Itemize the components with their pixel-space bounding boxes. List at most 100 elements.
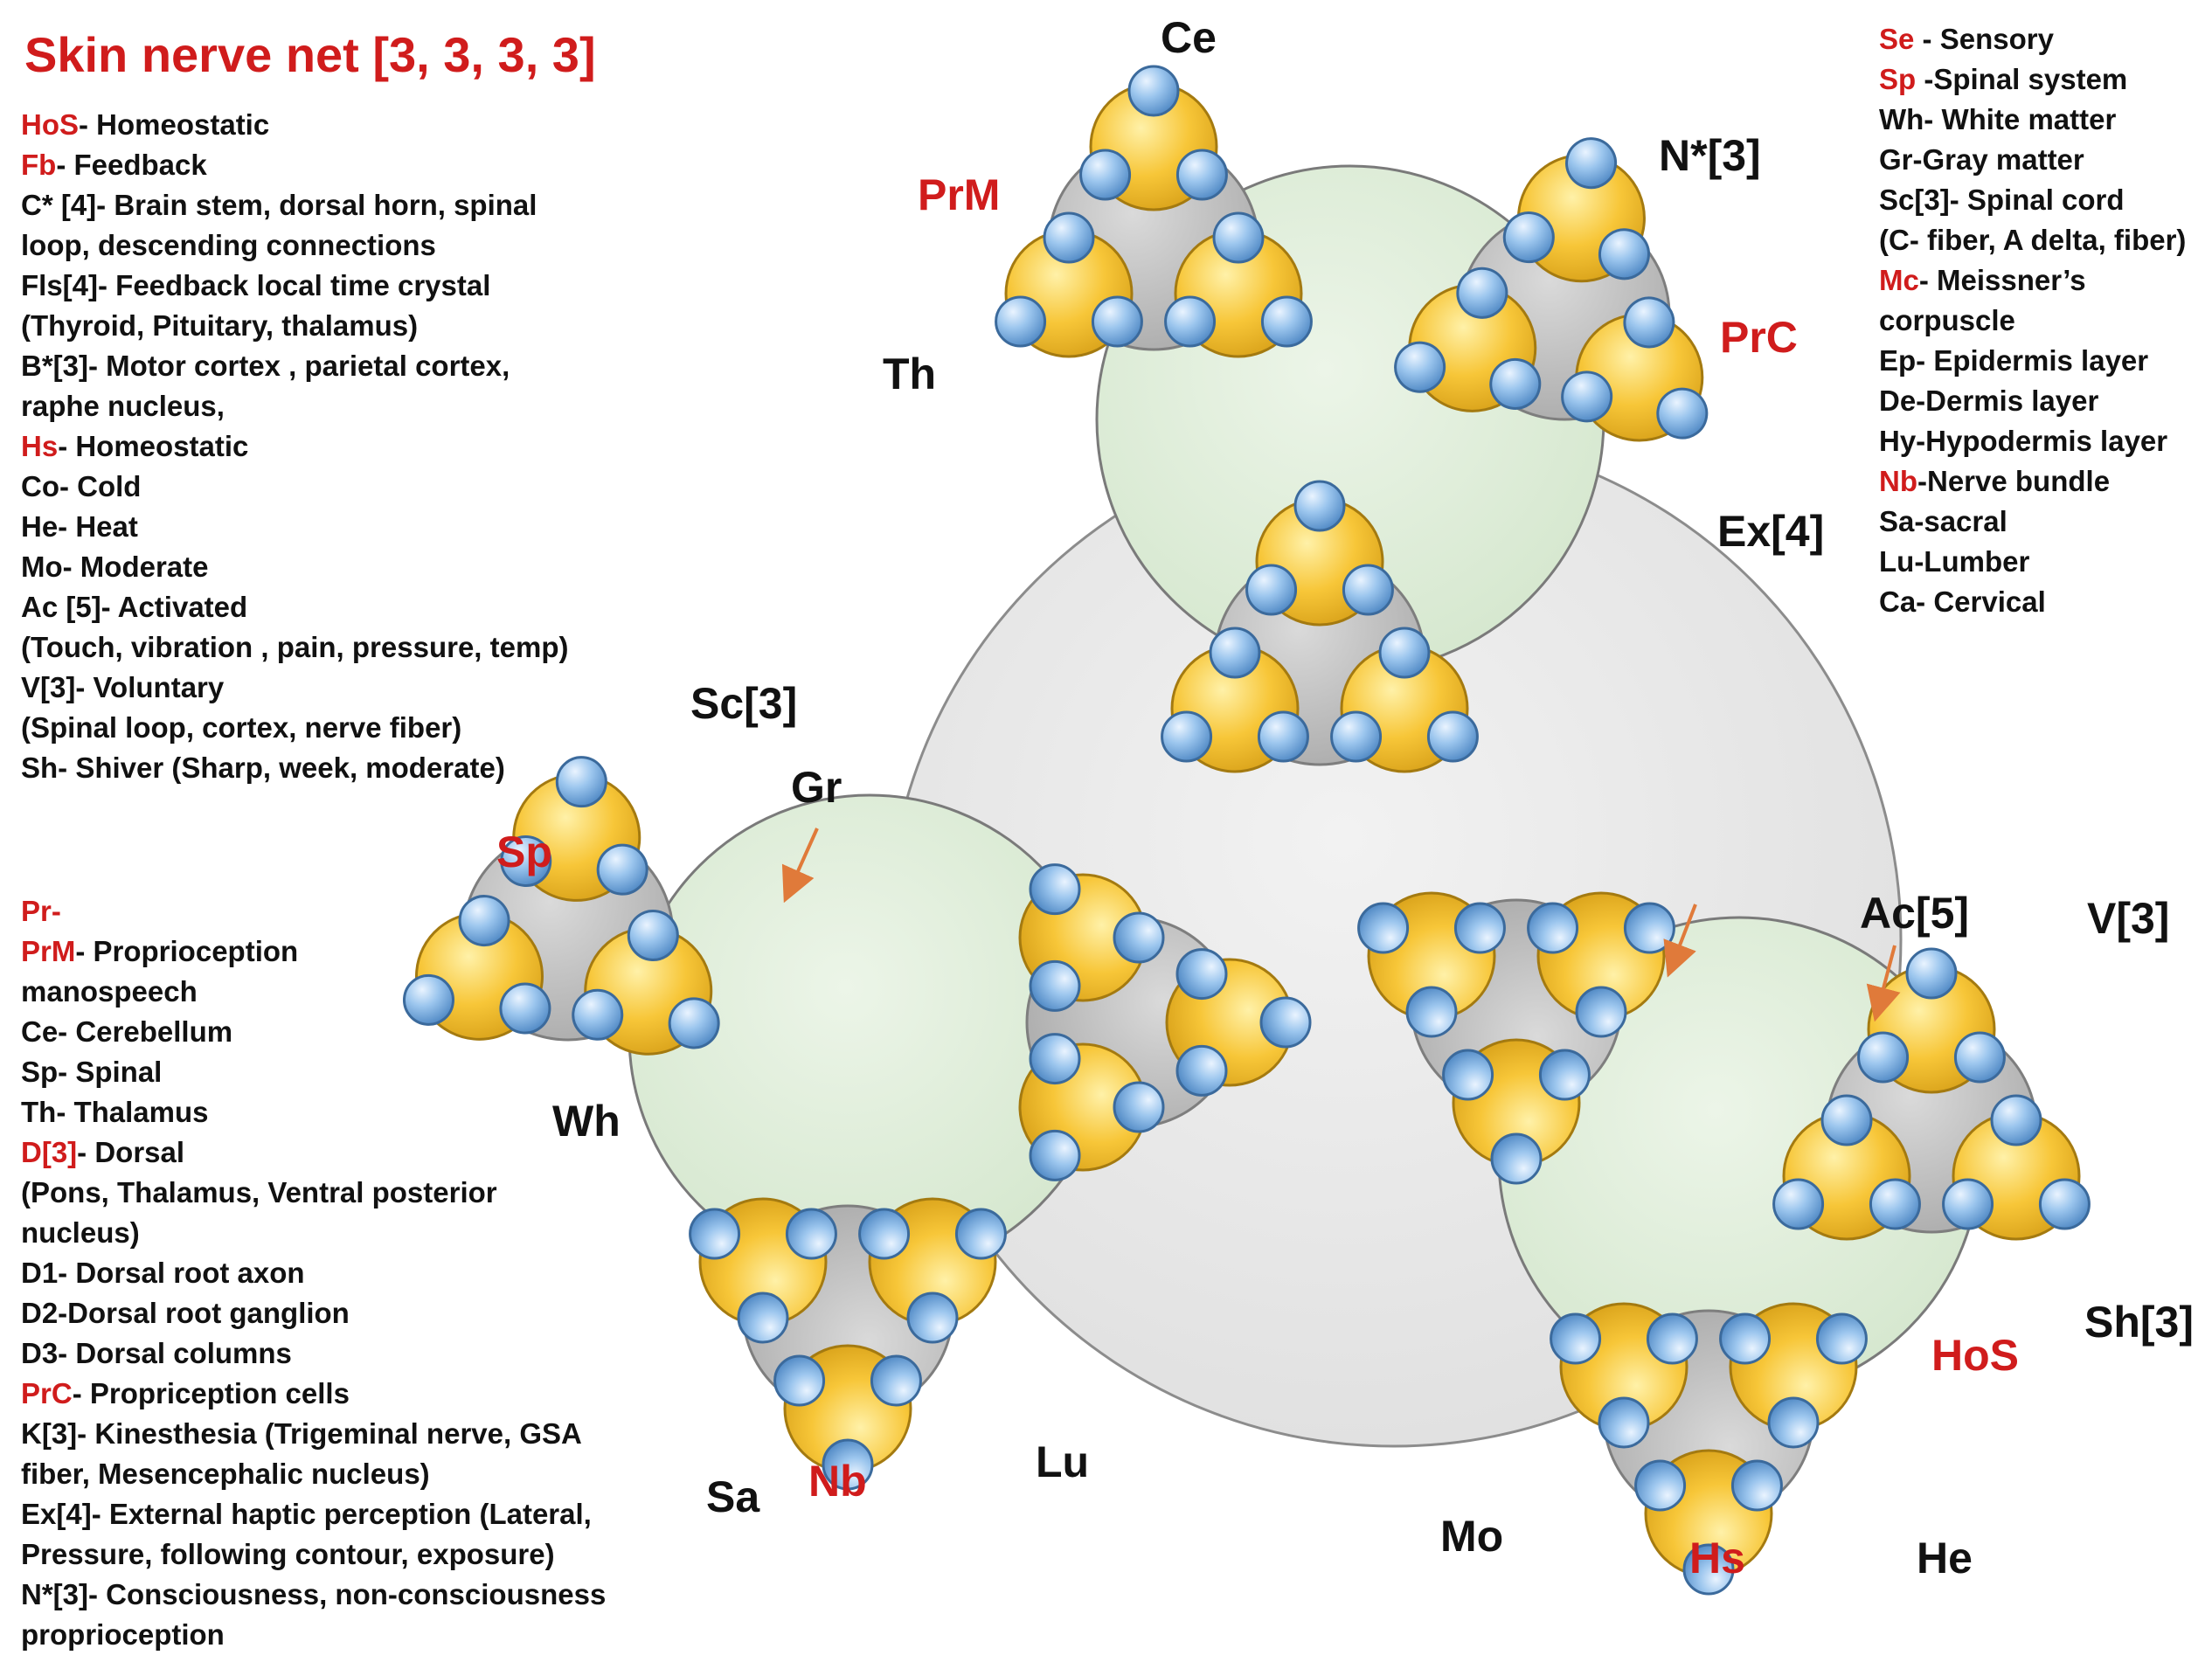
legend-text: Sh- Shiver (Sharp, week, moderate) [21, 751, 505, 784]
petal [1357, 891, 1506, 1038]
legend-item: K[3]- Kinesthesia (Trigeminal nerve, GSA [21, 1414, 606, 1454]
petal [1719, 1302, 1868, 1449]
legend-item: Sp- Spinal [21, 1052, 606, 1092]
node-circle [1175, 948, 1228, 1001]
label-mo: Mo [1440, 1512, 1503, 1561]
legend-item: raphe nucleus, [21, 386, 568, 426]
node-circle [572, 988, 624, 1041]
legend-item: Pr- [21, 891, 606, 931]
legend-item: fiber, Mesencephalic nucleus) [21, 1454, 606, 1494]
legend-text: N*[3]- Consciousness, non-consciousness [21, 1578, 607, 1610]
label-gr: Gr [791, 763, 842, 812]
legend-item: Lu-Lumber [1879, 542, 2186, 582]
node-circle [1598, 1396, 1650, 1449]
label-nb: Nb [808, 1457, 867, 1506]
legend-item: Sp -Spinal system [1879, 59, 2186, 100]
legend-item: Hy-Hypodermis layer [1879, 421, 2186, 461]
node-circle [1029, 1033, 1081, 1085]
cluster-bottom-right [1550, 1302, 1868, 1596]
node-circle [402, 973, 454, 1026]
label-he: He [1917, 1534, 1973, 1582]
legend-item: Sa-sacral [1879, 502, 2186, 542]
label-ex: Ex[4] [1717, 507, 1824, 556]
legend-text: Sc[3]- Spinal cord [1879, 184, 2125, 216]
petal [1442, 1038, 1591, 1185]
node-circle [627, 909, 679, 961]
node-circle [1456, 267, 1508, 319]
node-circle [1394, 341, 1446, 393]
label-nstar: N*[3] [1659, 131, 1761, 180]
petal [1857, 947, 2006, 1094]
node-circle [1212, 211, 1265, 264]
legend-item: Sh- Shiver (Sharp, week, moderate) [21, 748, 568, 788]
legend-text: nucleus) [21, 1216, 140, 1249]
legend-text: - Sensory [1914, 23, 2054, 55]
node-circle [1527, 902, 1579, 954]
node-circle [1538, 1049, 1591, 1101]
node-circle [1565, 137, 1618, 190]
legend-text: Co- Cold [21, 470, 142, 502]
petal [1165, 948, 1312, 1097]
node-circle [1342, 564, 1394, 616]
petal [1164, 211, 1313, 358]
legend-text: (Spinal loop, cortex, nerve fiber) [21, 711, 462, 744]
petal [1245, 480, 1394, 627]
legend-item: Co- Cold [21, 467, 568, 507]
petal [1018, 863, 1165, 1012]
node-circle [906, 1292, 959, 1344]
legend-text: Wh- White matter [1879, 103, 2117, 135]
node-circle [822, 1438, 874, 1491]
legend-item: (Spinal loop, cortex, nerve fiber) [21, 708, 568, 748]
petal [858, 1197, 1007, 1344]
label-ce: Ce [1161, 13, 1217, 62]
node-circle [1260, 295, 1313, 348]
label-v: V[3] [2087, 894, 2169, 943]
node-circle [1719, 1312, 1772, 1365]
legend-text: C* [4]- Brain stem, dorsal horn, spinal [21, 189, 537, 221]
legend-item: B*[3]- Motor cortex , parietal cortex, [21, 346, 568, 386]
legend-item: Fls[4]- Feedback local time crystal [21, 266, 568, 306]
petal [1330, 627, 1479, 773]
node-circle [2038, 1178, 2091, 1230]
legend-item: Ex[4]- External haptic perception (Later… [21, 1494, 606, 1534]
label-prc: PrC [1720, 313, 1798, 362]
legend-text: manospeech [21, 975, 198, 1008]
legend-text: D2-Dorsal root ganglion [21, 1297, 350, 1329]
node-circle [1091, 295, 1143, 348]
page-title: Skin nerve net [3, 3, 3, 3] [24, 27, 596, 82]
legend-text: Ca- Cervical [1879, 585, 2046, 618]
label-wh: Wh [552, 1097, 621, 1146]
petal [1561, 296, 1709, 442]
cluster-center-top [1161, 480, 1479, 773]
legend-item: D2-Dorsal root ganglion [21, 1293, 606, 1333]
label-lu: Lu [1036, 1437, 1089, 1486]
legend-item: (Touch, vibration , pain, pressure, temp… [21, 627, 568, 668]
legend-item: PrC- Propriception cells [21, 1374, 606, 1414]
legend-code: HoS [21, 108, 79, 141]
legend-text: - Homeostatic [79, 108, 270, 141]
cluster-left [402, 756, 720, 1056]
legend-code: Hs [21, 430, 59, 462]
node-circle [1561, 371, 1613, 423]
legend-text: Ep- Epidermis layer [1879, 344, 2149, 377]
legend-item: Hs- Homeostatic [21, 426, 568, 467]
legend-item: Se - Sensory [1879, 19, 2186, 59]
legend-item: (Pons, Thalamus, Ventral posterior [21, 1173, 606, 1213]
node-circle [1079, 149, 1132, 201]
node-circle [1634, 1459, 1687, 1512]
label-sp: Sp [496, 828, 552, 876]
node-circle [773, 1354, 826, 1407]
legend-text: Th- Thalamus [21, 1096, 209, 1128]
legend-item: manospeech [21, 972, 606, 1012]
legend-text: Ce- Cerebellum [21, 1015, 233, 1048]
node-circle [1378, 627, 1431, 679]
legend-item: proprioception [21, 1615, 606, 1655]
node-circle [500, 834, 552, 887]
node-circle [1357, 902, 1410, 954]
legend-item: Wh- White matter [1879, 100, 2186, 140]
node-circle [1502, 211, 1555, 264]
node-circle [689, 1208, 741, 1260]
